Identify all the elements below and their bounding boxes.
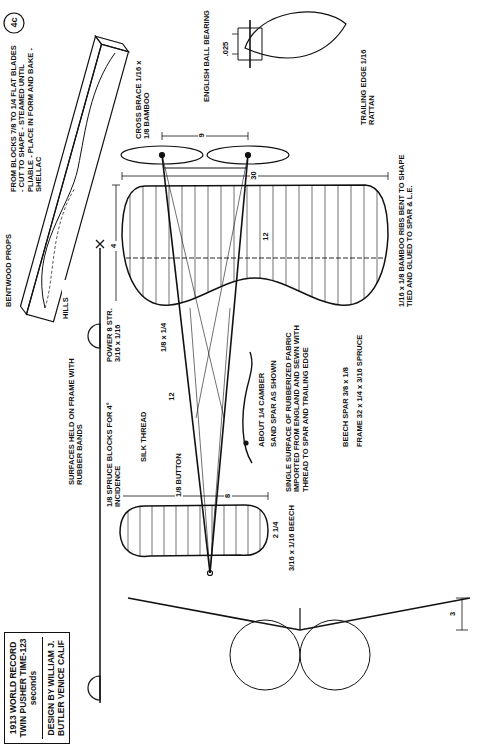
rib [164,498,165,563]
note-label: 1/8 SPRUCE BLOCKS FOR 4° INCIDENCE [106,373,123,508]
dimension-label: 3 [449,609,457,619]
prop-block-end [96,36,129,52]
incidence-block [88,324,100,348]
incidence-block [88,676,100,700]
title-block: 1913 WORLD RECORD TWIN PUSHER TIME-123 s… [4,632,70,744]
rib [234,178,235,318]
wing-front-view [128,598,470,630]
rib [364,178,365,318]
rib [188,498,189,563]
prop-disc [230,620,300,690]
note-label: SINGLE SURFACE OF RUBBERIZED FABRIC IMPO… [285,323,310,493]
prop-blade-side [245,12,346,58]
callout-number: 4c [9,13,19,32]
rib [212,498,213,563]
note-label: CROSS BRACE 1/16 x 1/8 BAMBOO [135,58,152,140]
note-label: TRAILING EDGE 1/16 RATTAN [360,34,377,126]
dimension-label: 9 [198,130,206,141]
rib [176,498,177,563]
note-label: 3/16 x 1/16 BEECH [288,500,296,572]
frame-spar [210,155,248,573]
rib [140,498,141,563]
rib [248,498,249,563]
title-text: DESIGN BY WILLIAM J. BUTLER VENICE CALIF [42,637,66,739]
spar-section [244,441,248,445]
note-label: ABOUT 1/4 CAMBER [258,358,266,448]
note-label: SURFACES HELD ON FRAME WITH RUBBER BANDS [68,351,85,486]
rib [200,498,201,563]
rib [351,178,352,318]
rib [312,178,313,318]
rib [260,498,261,563]
wing-ribs [130,178,377,318]
note-label: BEECH SPAR 3/8 x 1/8 [342,328,350,448]
note-label: 1/8 x 1/4 [160,308,168,353]
title-text: 1913 WORLD RECORD TWIN PUSHER TIME-123 s… [8,637,39,739]
dimension-label: 12 [262,230,270,243]
hook-mark [96,240,104,248]
rib [195,178,196,318]
cross-brace [164,168,246,169]
rib [208,178,209,318]
rib [128,498,129,563]
rib [377,178,378,318]
rib [338,178,339,318]
note-label: FROM BLOCKS 7/8 TO 1/4 FLAT BLADES - CUT… [10,43,44,193]
frame-front-view [299,608,300,630]
note-label: FRAME 32 x 1/4 x 3/16 SPRUCE [356,308,364,448]
dimension-label: 8 [224,491,232,501]
rib [286,178,287,318]
rib [236,498,237,563]
prop-shaft [249,20,251,68]
rib [260,178,261,318]
frame-spar [162,155,210,573]
rib [247,178,248,318]
note-label: ENGLISH BALL BEARING [203,8,211,103]
rib [273,178,274,318]
elevator-ribs [128,498,260,563]
rib [169,178,170,318]
button [208,571,213,576]
dimension-label: 2 1/4 [272,516,280,544]
callout-circle [4,13,24,33]
prop-blade-outline [42,53,115,308]
rib [130,178,131,318]
dimension-label: .025 [222,36,230,62]
wing-spar [126,258,384,259]
rib [182,178,183,318]
rib [143,178,144,318]
wing-outline [122,185,388,305]
note-label: 1/16 x 1/8 BAMBOO RIBS BENT TO SHAPE TIE… [398,138,415,308]
rib [221,178,222,318]
prop-disc [300,620,370,690]
bracing-thread [162,155,248,573]
dimension-line [456,598,468,630]
note-label: BENTWOOD PROPS [5,218,13,308]
prop-blade-curve [45,188,75,308]
rib [224,498,225,563]
dimension-label: 12 [168,390,176,403]
bearing-dimension [232,34,238,54]
elevator-outline [120,505,268,556]
note-label: POWER 8 STR. 3/16 x 1/16 [106,301,123,363]
wing-section [243,352,252,463]
rib [152,498,153,563]
note-label: SAND SPAR AS SHOWN [270,348,278,448]
note-label: SILK THREAD [140,401,148,463]
rib [325,178,326,318]
dimension-label: 30 [250,169,258,182]
dimension-label: 4 [110,241,118,251]
rib [299,178,300,318]
note-label: 1/8 BUTTON [175,448,183,498]
frame-side-view [99,248,101,703]
rib [156,178,157,318]
dimension-line [120,492,268,500]
note-label: HILLS [62,280,70,320]
